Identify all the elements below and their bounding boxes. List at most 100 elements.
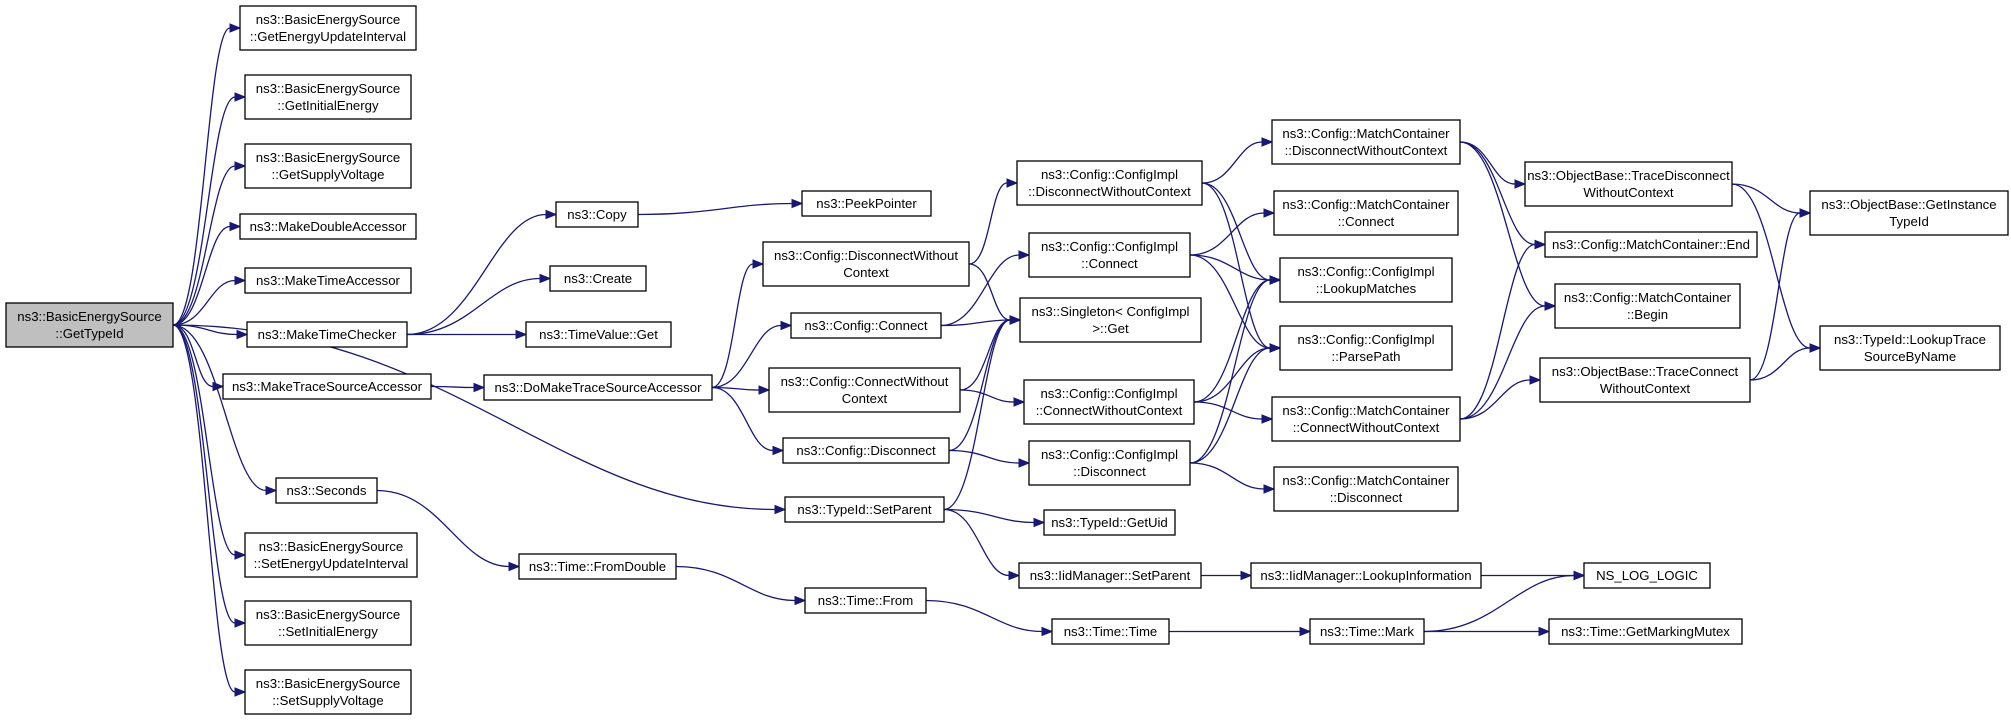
edge-makeTimeChecker-to-copy [406, 213, 547, 336]
edge-arrowhead-timeTime-to-timeMark [1299, 626, 1312, 637]
node-getMarkingMutex[interactable]: ns3::Time::GetMarkingMutex [1548, 618, 1743, 645]
node-box-singletonGet [1019, 297, 1202, 343]
node-label-mcDisconnect-line-0: ns3::Config::MatchContainer [1282, 473, 1450, 488]
node-setSupplyVoltage[interactable]: ns3::BasicEnergySource::SetSupplyVoltage [244, 669, 412, 715]
node-mcConnectWithoutContext[interactable]: ns3::Config::MatchContainer::ConnectWith… [1271, 396, 1461, 442]
node-iidManagerLookupInformation[interactable]: ns3::IidManager::LookupInformation [1250, 562, 1482, 589]
node-setInitialEnergy[interactable]: ns3::BasicEnergySource::SetInitialEnergy [244, 600, 412, 646]
node-mcDisconnect[interactable]: ns3::Config::MatchContainer::Disconnect [1273, 466, 1459, 512]
node-label-getEnergyUpdateInterval-line-1: ::GetEnergyUpdateInterval [250, 29, 406, 44]
node-root[interactable]: ns3::BasicEnergySource::GetTypeId [5, 302, 174, 348]
edge-implDisconnectWithoutContext-to-mcDisconnectWithoutContext [1201, 141, 1263, 184]
edge-arrowhead-root-to-getInitialEnergy [234, 92, 247, 102]
edge-arrowhead-root-to-typeIdSetParent [774, 504, 787, 515]
node-implConnect[interactable]: ns3::Config::ConfigImpl::Connect [1028, 232, 1191, 278]
edge-root-to-makeTimeAccessor [172, 279, 236, 326]
edge-traceConnectWithoutContext-to-lookupTraceSourceByName [1749, 347, 1811, 381]
edge-arrowhead-makeTimeChecker-to-create [539, 273, 552, 284]
node-implParsePath[interactable]: ns3::Config::ConfigImpl::ParsePath [1279, 325, 1453, 371]
node-implDisconnectWithoutContext[interactable]: ns3::Config::ConfigImpl::DisconnectWitho… [1016, 160, 1203, 206]
node-box-lookupTraceSourceByName [1819, 325, 2001, 371]
node-label-mcEnd-line-0: ns3::Config::MatchContainer::End [1552, 237, 1750, 252]
node-makeDoubleAccessor[interactable]: ns3::MakeDoubleAccessor [239, 213, 417, 240]
node-label-getInstanceTypeId-line-0: ns3::ObjectBase::GetInstance [1821, 197, 1996, 212]
edge-root-to-setInitialEnergy [172, 324, 236, 624]
node-mcDisconnectWithoutContext[interactable]: ns3::Config::MatchContainer::DisconnectW… [1271, 119, 1461, 165]
node-makeTimeChecker[interactable]: ns3::MakeTimeChecker [246, 321, 408, 348]
node-makeTimeAccessor[interactable]: ns3::MakeTimeAccessor [244, 267, 412, 294]
node-label-makeDoubleAccessor-line-0: ns3::MakeDoubleAccessor [250, 219, 407, 234]
node-box-timeTime [1051, 618, 1170, 645]
edge-traceDisconnectWithoutContext-to-lookupTraceSourceByName [1731, 183, 1811, 349]
node-box-implDisconnect [1028, 440, 1191, 486]
edge-root-to-getSupplyVoltage [172, 165, 236, 326]
node-makeTraceSourceAccessor[interactable]: ns3::MakeTraceSourceAccessor [222, 373, 432, 400]
edge-arrowhead-root-to-makeTimeAccessor [234, 275, 247, 286]
node-seconds[interactable]: ns3::Seconds [275, 477, 378, 504]
node-label-root-line-1: ::GetTypeId [55, 326, 123, 341]
edge-traceConnectWithoutContext-to-getInstanceTypeId [1749, 212, 1801, 381]
node-box-configDisconnectWithoutContext [762, 241, 970, 287]
node-label-implDisconnectWithoutContext-line-0: ns3::Config::ConfigImpl [1041, 167, 1178, 182]
node-getSupplyVoltage[interactable]: ns3::BasicEnergySource::GetSupplyVoltage [244, 143, 412, 189]
edge-implConnectWithoutContext-to-implParsePath [1193, 347, 1271, 403]
node-traceConnectWithoutContext[interactable]: ns3::ObjectBase::TraceConnectWithoutCont… [1539, 357, 1751, 403]
node-doMakeTraceSourceAccessor[interactable]: ns3::DoMakeTraceSourceAccessor [483, 374, 713, 401]
node-label-configConnect-line-0: ns3::Config::Connect [804, 318, 927, 333]
node-implLookupMatches[interactable]: ns3::Config::ConfigImpl::LookupMatches [1279, 257, 1453, 303]
edge-arrowhead-root-to-setInitialEnergy [234, 618, 247, 628]
node-typeIdGetUid[interactable]: ns3::TypeId::GetUid [1043, 509, 1176, 536]
node-box-mcEnd [1544, 231, 1758, 258]
node-copy[interactable]: ns3::Copy [555, 201, 639, 228]
node-timeFromDouble[interactable]: ns3::Time::FromDouble [518, 553, 677, 580]
node-label-getInitialEnergy-line-1: ::GetInitialEnergy [277, 98, 379, 113]
node-implDisconnect[interactable]: ns3::Config::ConfigImpl::Disconnect [1028, 440, 1191, 486]
node-label-configDisconnectWithoutContext-line-0: ns3::Config::DisconnectWithout [774, 248, 958, 263]
edge-traceDisconnectWithoutContext-to-getInstanceTypeId [1731, 183, 1801, 214]
node-mcConnect[interactable]: ns3::Config::MatchContainer::Connect [1273, 190, 1459, 236]
node-configDisconnect[interactable]: ns3::Config::Disconnect [782, 437, 950, 464]
node-box-makeTimeChecker [246, 321, 408, 348]
edges-layer [172, 23, 1822, 697]
edge-arrowhead-doMakeTraceSourceAccessor-to-configDisconnectWithoutContext [752, 259, 765, 269]
edge-arrowhead-root-to-getSupplyVoltage [234, 161, 247, 171]
node-mcEnd[interactable]: ns3::Config::MatchContainer::End [1544, 231, 1758, 258]
node-label-setEnergyUpdateInterval-line-0: ns3::BasicEnergySource [259, 539, 403, 554]
node-timeMark[interactable]: ns3::Time::Mark [1309, 618, 1425, 645]
node-traceDisconnectWithoutContext[interactable]: ns3::ObjectBase::TraceDisconnectWithoutC… [1524, 161, 1733, 207]
node-singletonGet[interactable]: ns3::Singleton< ConfigImpl >::Get [1019, 297, 1202, 343]
node-mcBegin[interactable]: ns3::Config::MatchContainer::Begin [1554, 283, 1741, 329]
node-box-getSupplyVoltage [244, 143, 412, 189]
node-label-traceConnectWithoutContext-line-0: ns3::ObjectBase::TraceConnect [1552, 364, 1739, 379]
node-create[interactable]: ns3::Create [549, 265, 647, 292]
node-implConnectWithoutContext[interactable]: ns3::Config::ConfigImpl::ConnectWithoutC… [1023, 379, 1195, 425]
node-iidManagerSetParent[interactable]: ns3::IidManager::SetParent [1018, 562, 1202, 589]
node-box-setInitialEnergy [244, 600, 412, 646]
edge-makeTimeChecker-to-create [406, 277, 541, 336]
node-box-timeMark [1309, 618, 1425, 645]
node-box-typeIdGetUid [1043, 509, 1176, 536]
node-timeFrom[interactable]: ns3::Time::From [804, 587, 927, 614]
node-box-traceConnectWithoutContext [1539, 357, 1751, 403]
node-configConnectWithoutContext[interactable]: ns3::Config::ConnectWithoutContext [768, 367, 961, 413]
node-label-timeFrom-line-0: ns3::Time::From [818, 593, 914, 608]
node-peekPointer[interactable]: ns3::PeekPointer [801, 190, 932, 217]
node-configDisconnectWithoutContext[interactable]: ns3::Config::DisconnectWithoutContext [762, 241, 970, 287]
node-typeIdSetParent[interactable]: ns3::TypeId::SetParent [784, 496, 945, 523]
edge-copy-to-peekPointer [637, 202, 793, 216]
node-box-copy [555, 201, 639, 228]
node-getInitialEnergy[interactable]: ns3::BasicEnergySource::GetInitialEnergy [244, 74, 412, 120]
node-timeValueGet[interactable]: ns3::TimeValue::Get [525, 321, 672, 348]
node-timeTime[interactable]: ns3::Time::Time [1051, 618, 1170, 645]
node-setEnergyUpdateInterval[interactable]: ns3::BasicEnergySource::SetEnergyUpdateI… [244, 532, 418, 578]
node-label-implParsePath-line-1: ::ParsePath [1332, 349, 1401, 364]
edge-root-to-makeTraceSourceAccessor [172, 324, 214, 388]
node-configConnect[interactable]: ns3::Config::Connect [790, 312, 942, 339]
node-nsLogLogic[interactable]: NS_LOG_LOGIC [1583, 562, 1711, 589]
edge-arrowhead-mcConnectWithoutContext-to-mcBegin [1544, 301, 1557, 311]
edge-arrowhead-makeTimeChecker-to-copy [545, 209, 558, 220]
node-getEnergyUpdateInterval[interactable]: ns3::BasicEnergySource::GetEnergyUpdateI… [239, 5, 417, 51]
node-box-implConnect [1028, 232, 1191, 278]
